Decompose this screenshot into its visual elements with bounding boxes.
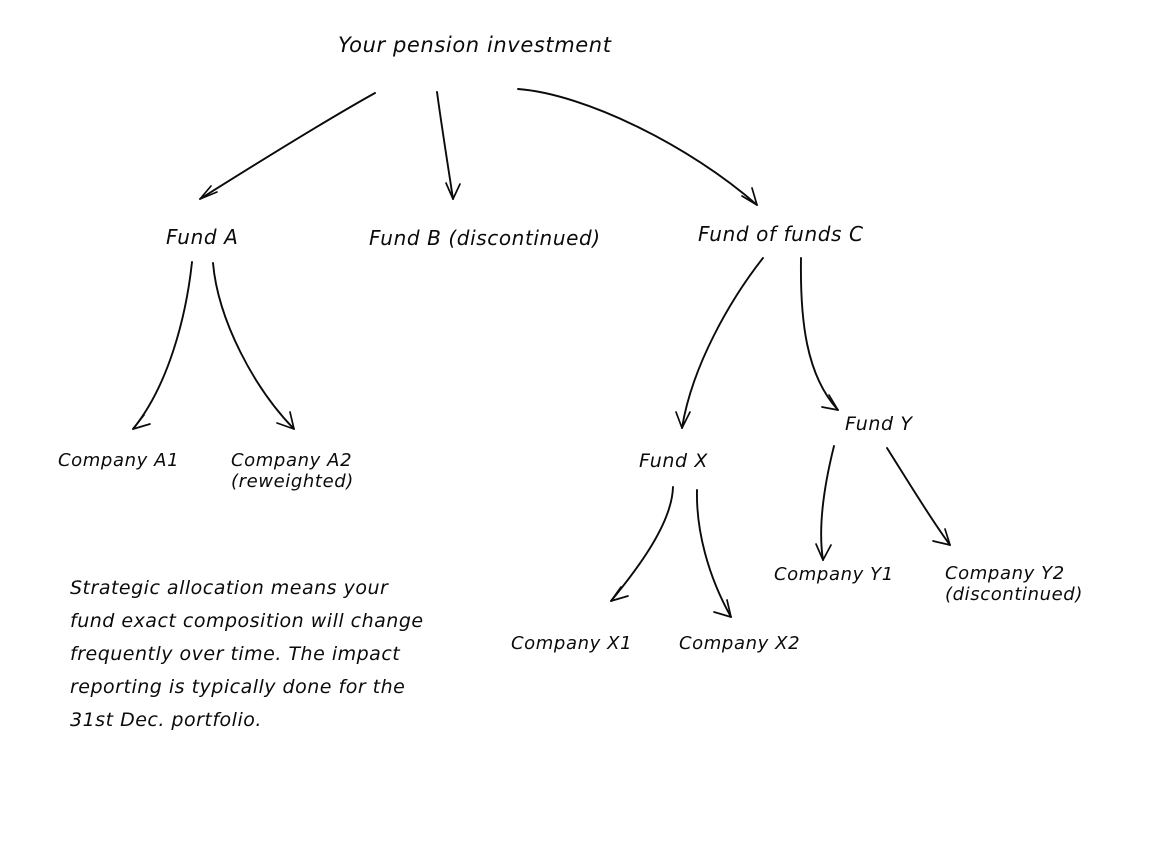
company-y2-line2: (discontinued) xyxy=(945,584,1083,605)
fund-y-label: Fund Y xyxy=(845,413,913,435)
arrow-fund-y-to-company-y2 xyxy=(886,447,951,546)
strategic-allocation-note: Strategic allocation means your fund exa… xyxy=(70,572,430,737)
company-y1-label: Company Y1 xyxy=(774,564,894,585)
company-y1-line1: Company Y1 xyxy=(774,564,894,585)
fund-of-funds-c-label: Fund of funds C xyxy=(698,222,864,246)
arrow-root-to-fund-a xyxy=(199,92,376,200)
company-a2-label: Company A2 (reweighted) xyxy=(231,450,354,492)
arrow-fund-x-to-company-x1 xyxy=(610,486,674,602)
company-x2-line1: Company X2 xyxy=(679,633,801,654)
note-line-5: 31st Dec. portfolio. xyxy=(70,709,262,731)
company-a2-line2: (reweighted) xyxy=(231,471,354,492)
company-x1-label: Company X1 xyxy=(511,633,632,654)
note-line-4: reporting is typically done for the xyxy=(70,676,406,698)
company-y2-line1: Company Y2 xyxy=(945,563,1065,584)
company-y2-label: Company Y2 (discontinued) xyxy=(945,563,1083,605)
fund-x-label: Fund X xyxy=(639,450,708,472)
company-x1-line1: Company X1 xyxy=(511,633,633,654)
company-a1-line1: Company A1 xyxy=(58,450,180,471)
note-line-1: Strategic allocation means your xyxy=(70,577,389,599)
fund-a-label: Fund A xyxy=(166,225,239,249)
arrow-fund-of-funds-c-to-fund-x xyxy=(675,257,764,429)
fund-b-label: Fund B (discontinued) xyxy=(369,226,601,250)
note-line-3: frequently over time. The impact xyxy=(70,643,401,665)
company-x2-label: Company X2 xyxy=(679,633,800,654)
company-a2-line1: Company A2 xyxy=(231,450,353,471)
company-a1-label: Company A1 xyxy=(58,450,179,471)
arrow-fund-y-to-company-y1 xyxy=(815,445,835,561)
arrow-fund-x-to-company-x2 xyxy=(696,489,732,618)
arrow-fund-a-to-company-a1 xyxy=(132,261,193,430)
arrow-root-to-fund-b xyxy=(436,91,461,200)
arrow-root-to-fund-of-funds-c xyxy=(517,88,758,206)
arrow-fund-a-to-company-a2 xyxy=(212,262,295,430)
root-node-label: Your pension investment xyxy=(338,33,612,57)
note-line-2: fund exact composition will change xyxy=(70,610,424,632)
arrow-fund-of-funds-c-to-fund-y xyxy=(799,257,839,411)
